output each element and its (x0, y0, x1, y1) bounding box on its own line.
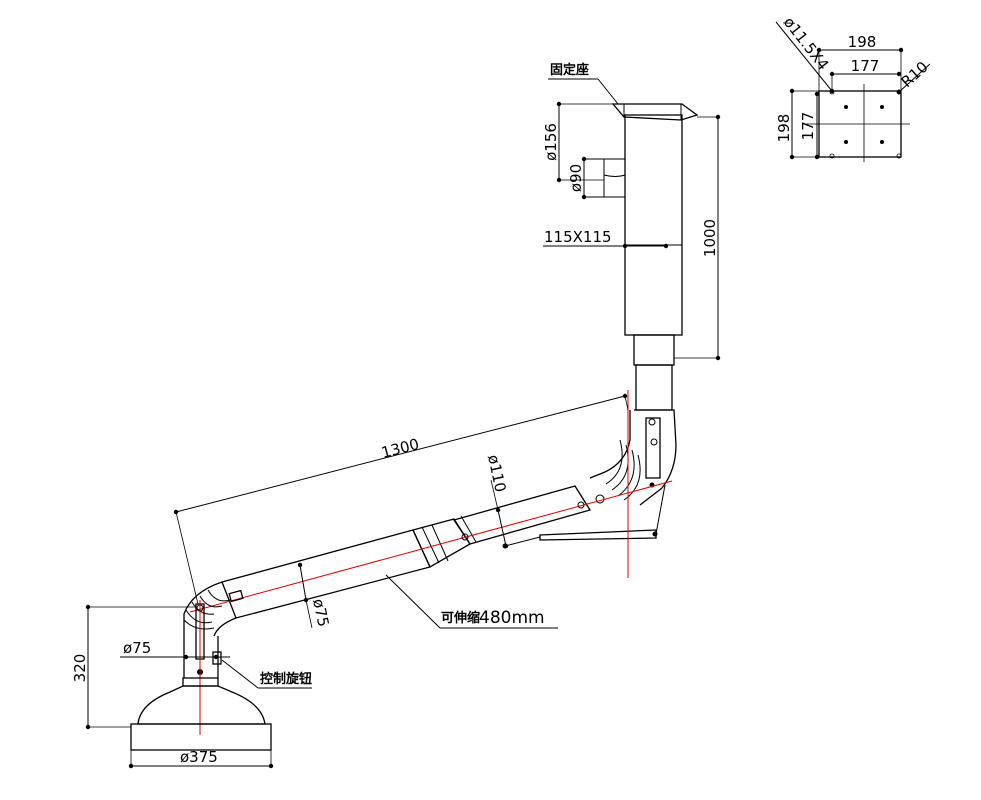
bolt-hole (880, 140, 884, 144)
pillar-height-dim: 1000 (701, 219, 719, 257)
lower-pipe (633, 334, 675, 366)
bolt-hole (880, 105, 884, 109)
bolt-hole (844, 140, 848, 144)
bolt-hole (844, 105, 848, 109)
mount-base-label: 固定座 (550, 62, 589, 78)
corner-radius-label: R10 (898, 58, 932, 91)
control-knob (212, 651, 222, 665)
square-column (624, 114, 683, 336)
plate-side-outer-dim: 198 (775, 114, 793, 143)
gas-spring (539, 529, 657, 541)
main-arm: 可伸缩 480mm ø110 ø75 1300 (173, 390, 673, 629)
arm-diameter-dim: ø110 (484, 453, 509, 494)
control-knob-label: 控制旋钮 (260, 671, 312, 687)
bolt-holes-label: ø11.5X4 (780, 13, 833, 73)
inner-arm-tube (221, 529, 431, 619)
hood-dome (137, 685, 266, 725)
upper-hinge (645, 417, 661, 479)
telescopic-length: 480mm (479, 608, 545, 628)
hood-rim (130, 723, 272, 751)
outlet-diameter-dim: ø90 (567, 164, 585, 192)
base-diameter-dim: ø156 (542, 123, 560, 161)
plate-inner-dim: 177 (851, 57, 880, 75)
joint-diameter-dim: ø75 (123, 639, 151, 657)
mounting-plate: 198 177 198 177 ø11.5X4 R10 (775, 13, 932, 162)
hood-height-dim: 320 (71, 654, 89, 683)
pillar: 固定座 ø156 ø90 115X115 1000 (542, 62, 721, 411)
knob-bracket (228, 589, 244, 603)
arm-centerline (189, 480, 673, 613)
mount-flange (611, 103, 699, 121)
plate-outer-dim: 198 (848, 33, 877, 51)
small-pipe-diameter-dim: ø75 (309, 597, 332, 628)
arm-length-dim: 1300 (379, 435, 420, 462)
hood-diameter-dim: ø375 (180, 748, 218, 766)
arm-coupling (412, 518, 471, 568)
lower-joint: ø75 控制旋钮 (120, 581, 312, 735)
pillar-section-dim: 115X115 (544, 228, 612, 246)
outer-arm-tube (452, 485, 592, 545)
hood: 320 ø375 (71, 604, 274, 769)
telescopic-label: 可伸缩 (441, 610, 480, 626)
plate-side-inner-dim: 177 (799, 112, 817, 141)
